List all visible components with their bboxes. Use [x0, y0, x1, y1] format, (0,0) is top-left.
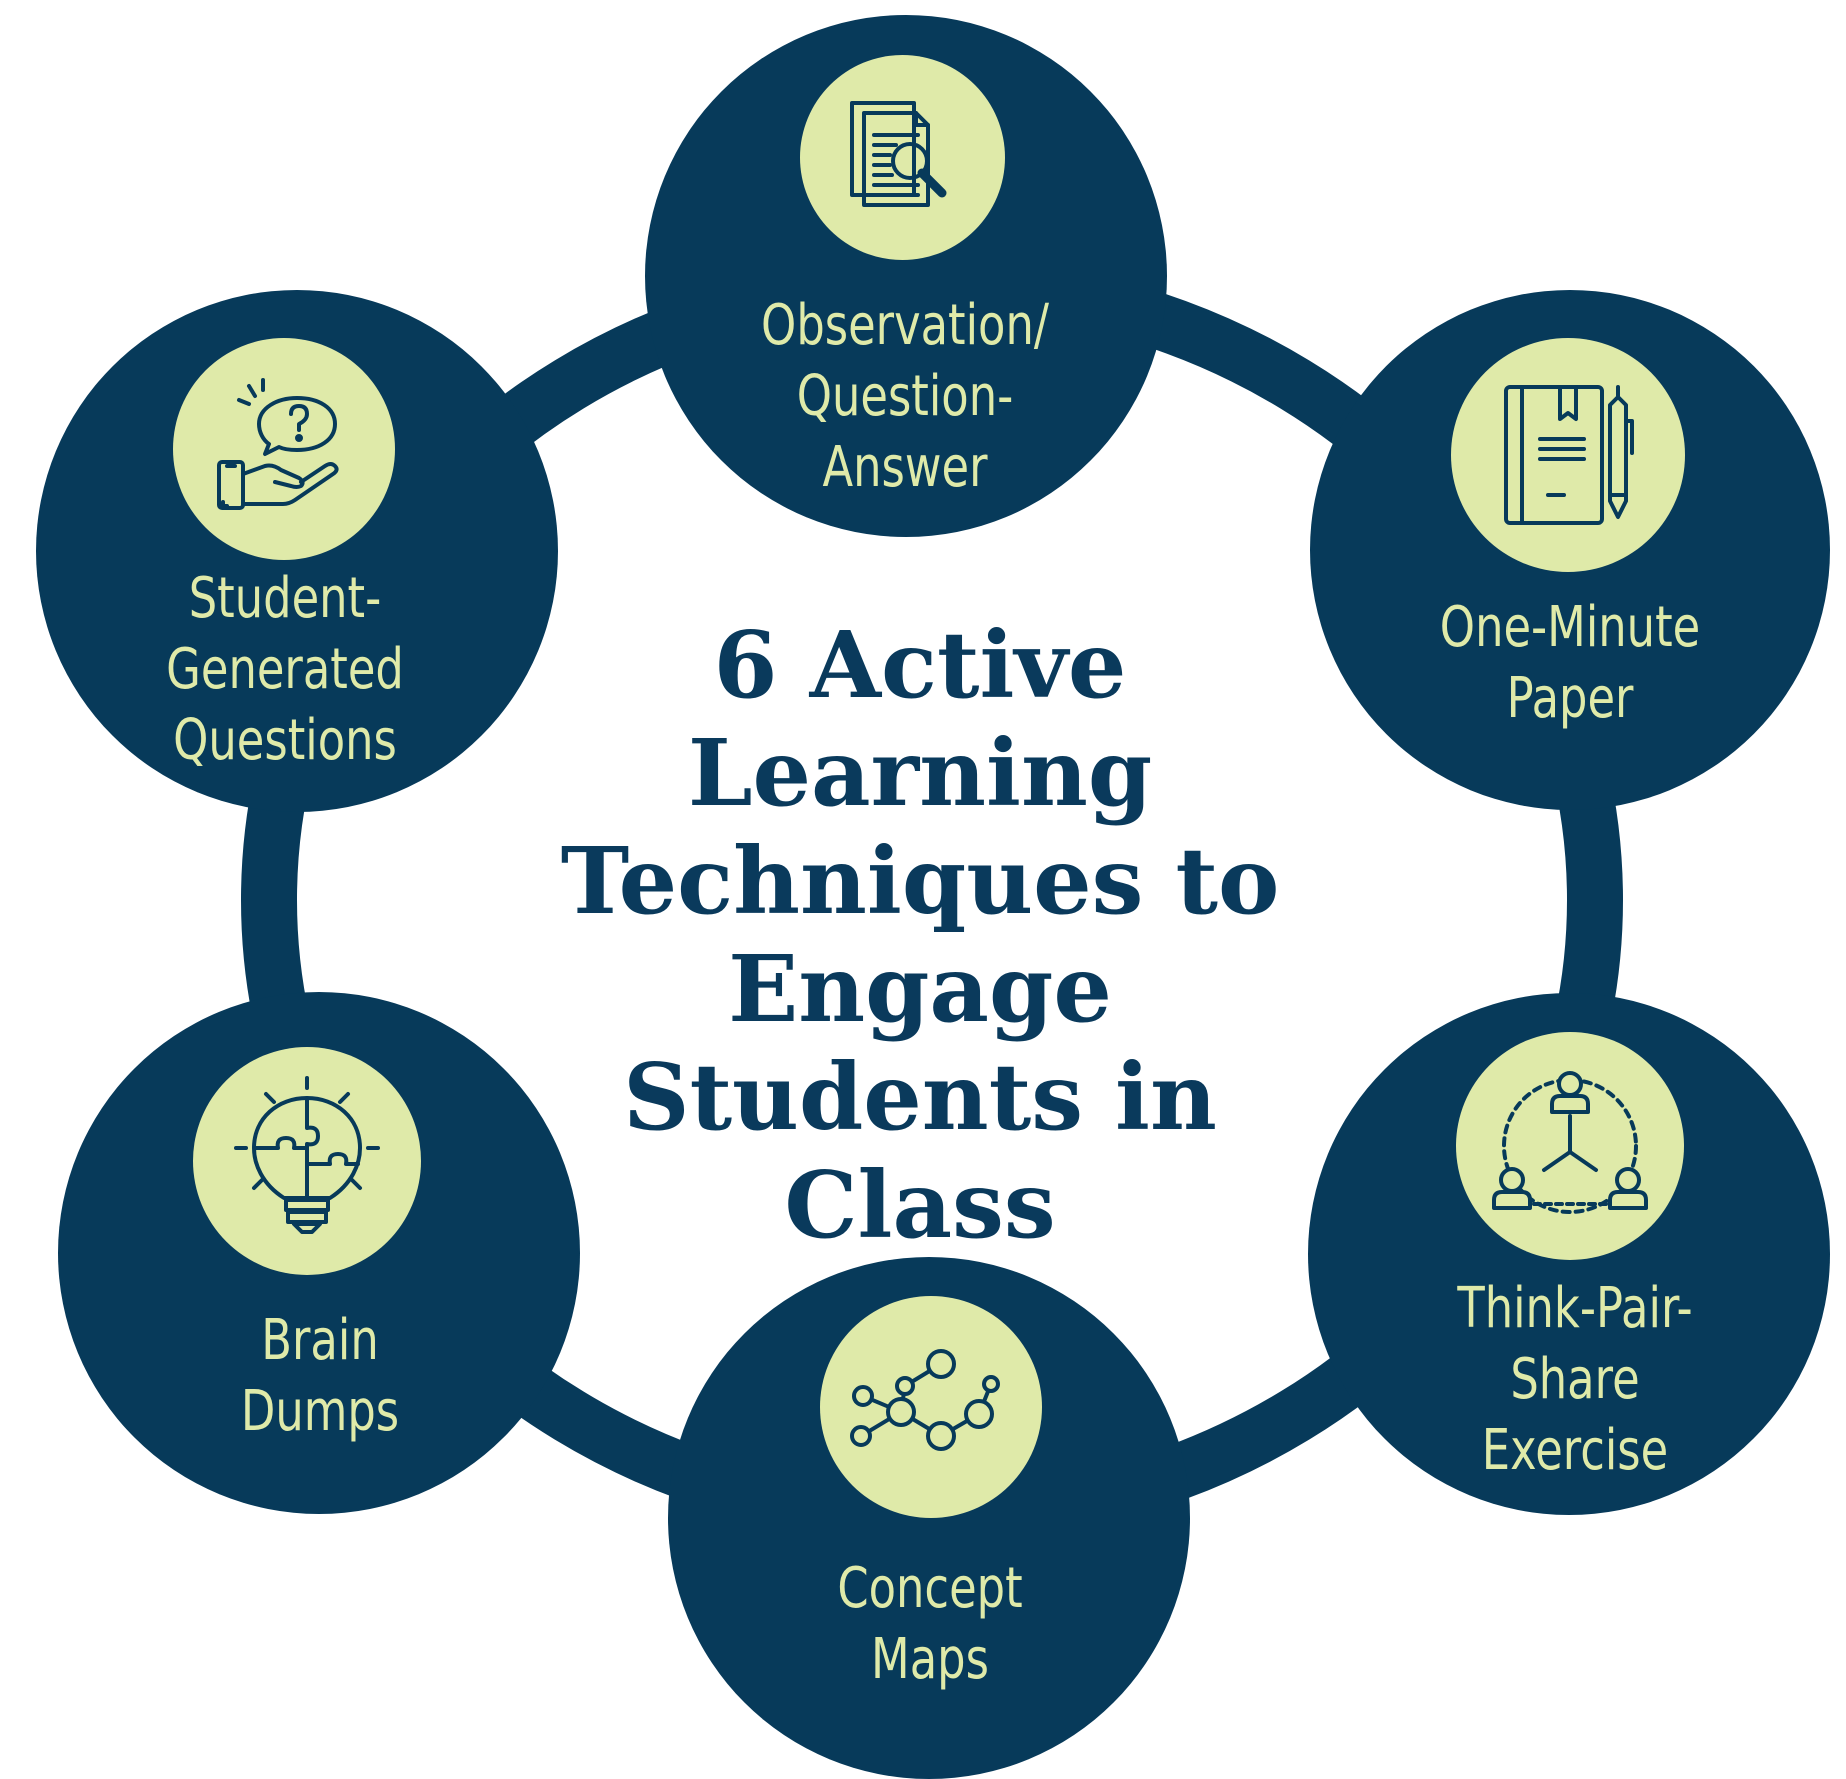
- label-line: Paper: [1506, 666, 1634, 731]
- diagram-title: 6 Active Learning Techniques to Engage S…: [560, 611, 1280, 1259]
- label-think-pair-share: Think-Pair- Share Exercise: [1407, 1273, 1743, 1486]
- badge-concept-maps: [820, 1296, 1042, 1518]
- badge-student-questions: [173, 338, 395, 560]
- people-network-icon: [1492, 1071, 1648, 1214]
- label-line: Student-: [188, 566, 382, 631]
- label-line: Exercise: [1481, 1418, 1669, 1483]
- label-line: Maps: [871, 1627, 989, 1692]
- badge-think-pair-share: [1456, 1032, 1684, 1260]
- hand-question-bubble-icon: [217, 378, 339, 510]
- label-line: Share: [1510, 1347, 1640, 1412]
- label-line: Concept: [837, 1556, 1023, 1621]
- label-concept-maps: Concept Maps: [762, 1553, 1098, 1695]
- label-one-minute-paper: One-Minute Paper: [1402, 592, 1738, 734]
- label-line: Dumps: [240, 1379, 400, 1444]
- label-line: One-Minute: [1439, 595, 1701, 660]
- molecule-network-icon: [850, 1349, 1000, 1451]
- title-line: Learning: [687, 719, 1153, 827]
- badge-brain-dumps: [193, 1047, 421, 1275]
- badge-observation: [800, 55, 1005, 260]
- label-observation: Observation/ Question- Answer: [725, 290, 1085, 503]
- title-line: Class: [784, 1151, 1056, 1259]
- puzzle-lightbulb-icon: [234, 1076, 380, 1234]
- label-line: Answer: [822, 435, 988, 500]
- label-line: Question-: [796, 364, 1014, 429]
- title-line: Engage: [728, 935, 1112, 1043]
- title-line: 6 Active: [713, 611, 1127, 719]
- badge-one-minute-paper: [1451, 338, 1685, 572]
- label-student-questions: Student- Generated Questions: [109, 563, 461, 776]
- label-line: Brain: [261, 1308, 379, 1373]
- label-brain-dumps: Brain Dumps: [152, 1305, 488, 1447]
- document-search-icon: [849, 100, 946, 207]
- notebook-pen-icon: [1504, 385, 1634, 525]
- label-line: Observation/: [761, 293, 1049, 358]
- title-line: Students in: [623, 1043, 1217, 1151]
- label-line: Think-Pair-: [1457, 1276, 1693, 1341]
- label-line: Generated: [166, 637, 404, 702]
- label-line: Questions: [173, 708, 397, 773]
- title-line: Techniques to: [560, 827, 1280, 935]
